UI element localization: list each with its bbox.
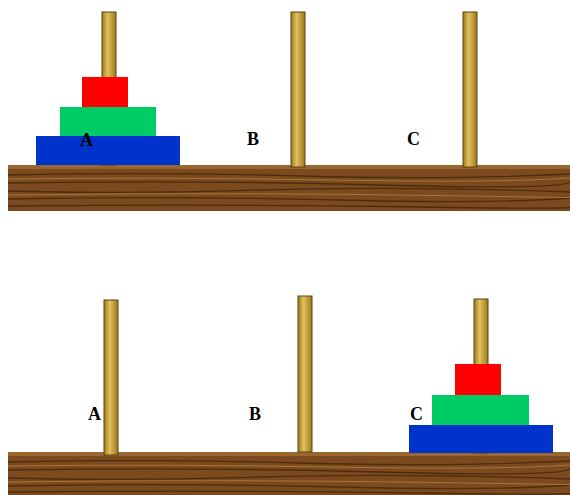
peg-label: B (247, 130, 259, 148)
disk (409, 364, 553, 453)
peg-label: C (407, 130, 420, 148)
wood-board (8, 452, 570, 495)
disk (36, 77, 180, 165)
peg-label: A (80, 131, 93, 149)
peg-label: A (88, 405, 101, 423)
peg-label: C (410, 405, 423, 423)
wood-board (8, 165, 570, 211)
peg-label: B (249, 405, 261, 423)
